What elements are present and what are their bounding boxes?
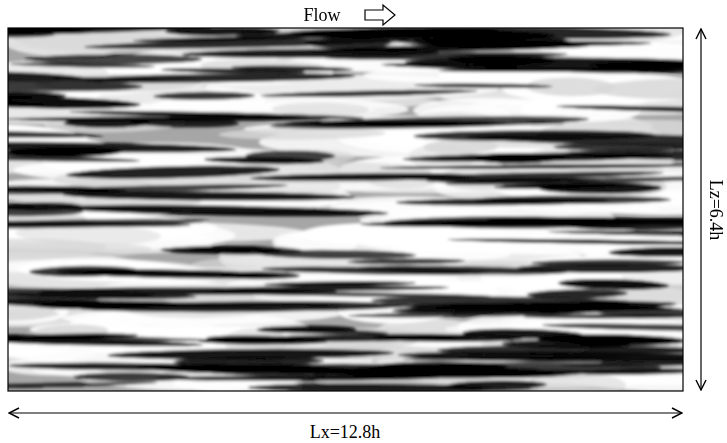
dimension-label: Lx=12.8h <box>307 423 384 441</box>
domain-frame <box>8 28 683 391</box>
flow-arrow <box>365 5 395 25</box>
flow-label: Flow <box>300 6 343 24</box>
width-dimension <box>700 29 701 390</box>
streak-field <box>8 28 683 391</box>
dimension-label: Lz=6.4h <box>707 177 725 244</box>
length-dimension <box>9 412 682 413</box>
